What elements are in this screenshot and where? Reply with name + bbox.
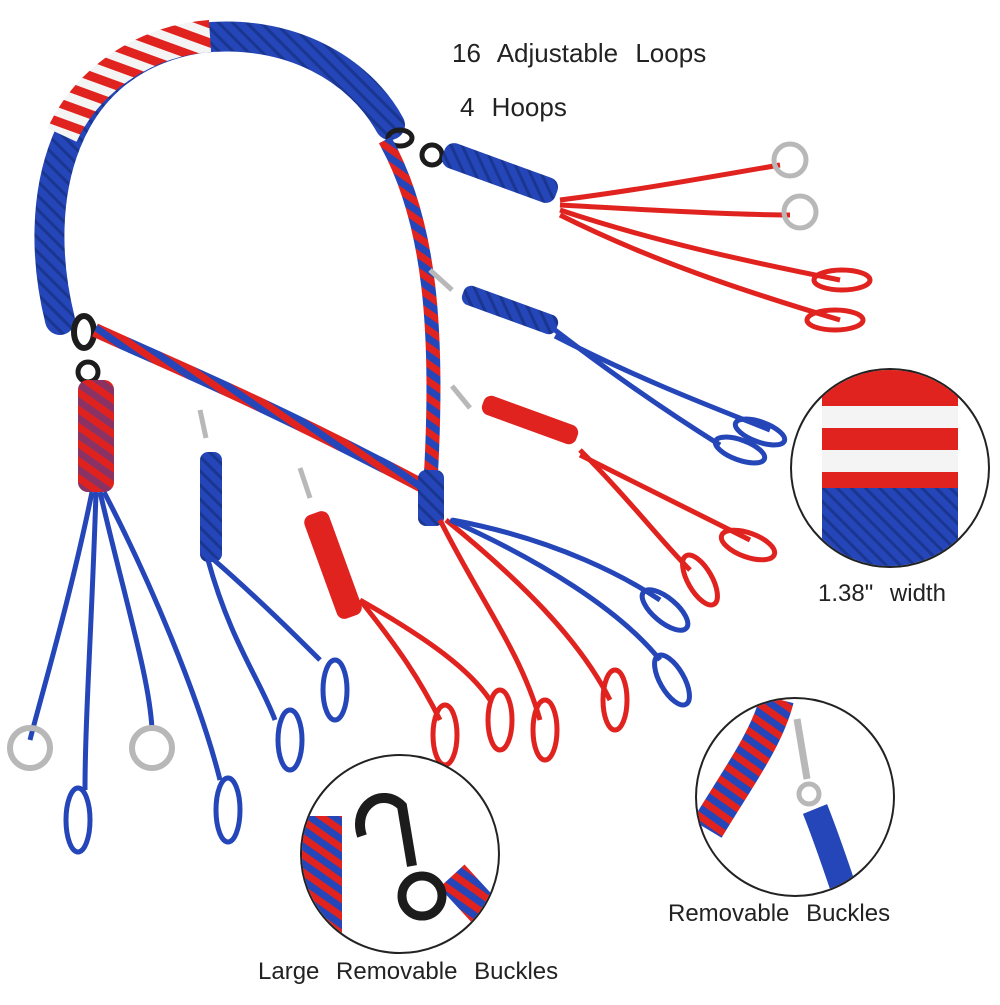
right-drops [441, 141, 873, 608]
caption-large-removable-buckles: Large Removable Buckles [258, 958, 559, 985]
braid-closeup [822, 370, 958, 566]
v-bottom-fan [437, 517, 692, 763]
inset-removable-buckles [695, 697, 895, 897]
caption-hoops: 4 Hoops [460, 92, 567, 122]
inset-large-removable-buckles [300, 754, 500, 954]
hoop-ring-icon [129, 725, 175, 771]
snap-hook-closeup [697, 699, 860, 895]
caption-width: 1.38" width [818, 580, 946, 607]
left-drop [7, 380, 243, 855]
hoop-ring-icon [7, 725, 53, 771]
black-clip-closeup [302, 793, 498, 938]
caption-removable-buckles: Removable Buckles [668, 900, 891, 927]
center-red-drop [304, 511, 515, 768]
braided-v-section [92, 136, 444, 526]
neck-strap [34, 20, 405, 335]
hoop-ring-icon [771, 141, 809, 179]
hoop-ring-icon [781, 193, 819, 231]
left-swivel-clip [71, 313, 101, 385]
right-swivel-clip [385, 127, 445, 168]
inset-width-detail [790, 368, 990, 568]
caption-adjustable-loops: 16 Adjustable Loops [452, 38, 707, 68]
center-left-drop [200, 452, 350, 773]
snap-hooks [197, 268, 472, 499]
